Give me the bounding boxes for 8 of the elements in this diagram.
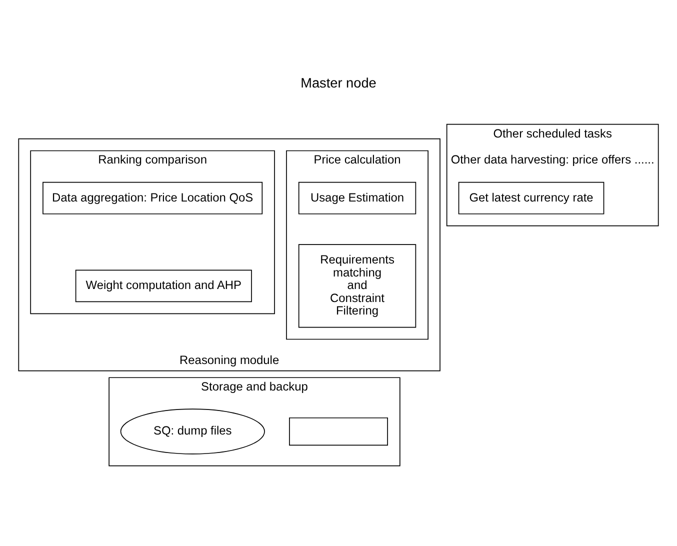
node-box: Weight computation and AHP [75, 270, 252, 302]
node-box [289, 417, 388, 446]
node-ellipse: SQ: dump files [120, 408, 265, 454]
diagram-title: Master node [300, 76, 376, 91]
node-box: Data aggregation: Price Location QoS [42, 182, 263, 214]
node-box: Get latest currency rate [458, 182, 604, 214]
node-box: Requirements matching and Constraint Filtering [298, 244, 416, 328]
node-box: Usage Estimation [298, 182, 416, 214]
